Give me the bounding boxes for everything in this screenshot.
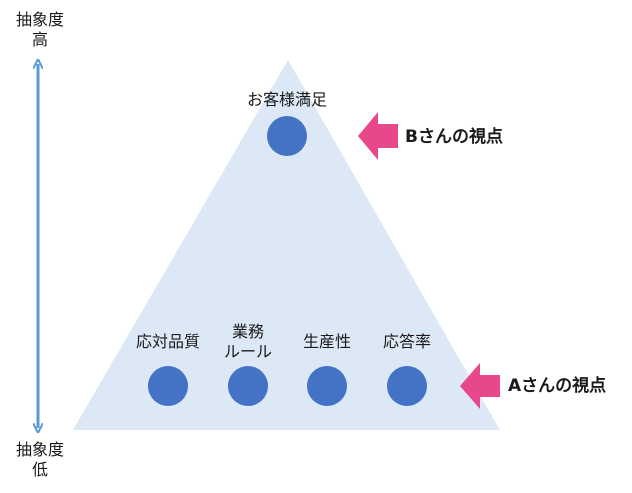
base-node-4	[387, 366, 427, 406]
axis-bottom-label: 抽象度 低	[5, 440, 75, 480]
base-label-4-line1: 応答率	[382, 332, 431, 351]
base-label-2: 業務 ルール	[208, 322, 288, 362]
b-viewpoint-arrow	[358, 112, 398, 160]
axis-bottom-line1: 抽象度	[15, 440, 64, 459]
base-node-2	[228, 366, 268, 406]
a-viewpoint-arrow	[460, 363, 500, 409]
base-label-3: 生産性	[287, 332, 367, 352]
axis-top-label: 抽象度 高	[5, 10, 75, 50]
a-viewpoint-label: Aさんの視点	[508, 376, 607, 396]
base-label-2-line2: ルール	[223, 342, 272, 361]
pyramid-triangle	[73, 60, 500, 430]
axis-top-line2: 高	[31, 30, 48, 49]
base-node-1	[148, 366, 188, 406]
apex-label: お客様満足	[246, 90, 327, 109]
axis-bottom-line2: 低	[31, 460, 48, 479]
base-label-4: 応答率	[367, 332, 447, 352]
b-viewpoint-label: Bさんの視点	[405, 127, 503, 147]
base-label-1: 応対品質	[118, 332, 218, 352]
base-node-3	[307, 366, 347, 406]
base-label-1-line1: 応対品質	[135, 332, 200, 351]
axis-top-line1: 抽象度	[15, 10, 64, 29]
base-label-2-line1: 業務	[231, 322, 264, 341]
apex-node	[267, 116, 307, 156]
base-label-3-line1: 生産性	[302, 332, 351, 351]
